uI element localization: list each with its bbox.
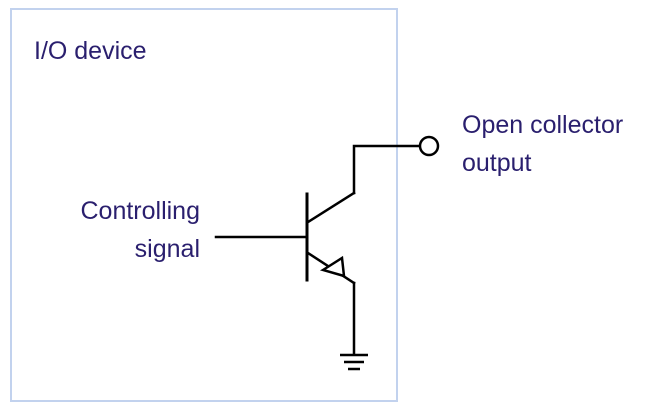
io-device-box [10, 8, 398, 402]
open-collector-line2: output [462, 149, 532, 177]
collector-wire [352, 144, 422, 195]
ground-icon [340, 353, 368, 371]
open-collector-label: Open collector output [462, 106, 623, 182]
controlling-signal-label: Controlling signal [80, 192, 200, 268]
device-title: I/O device [34, 37, 147, 65]
collector-lead [306, 191, 356, 224]
emitter-arrow-icon [319, 255, 346, 278]
controlling-signal-line1: Controlling [80, 197, 200, 225]
controlling-signal-line2: signal [134, 235, 200, 263]
output-terminal-icon [418, 135, 440, 157]
open-collector-line1: Open collector [462, 111, 624, 139]
